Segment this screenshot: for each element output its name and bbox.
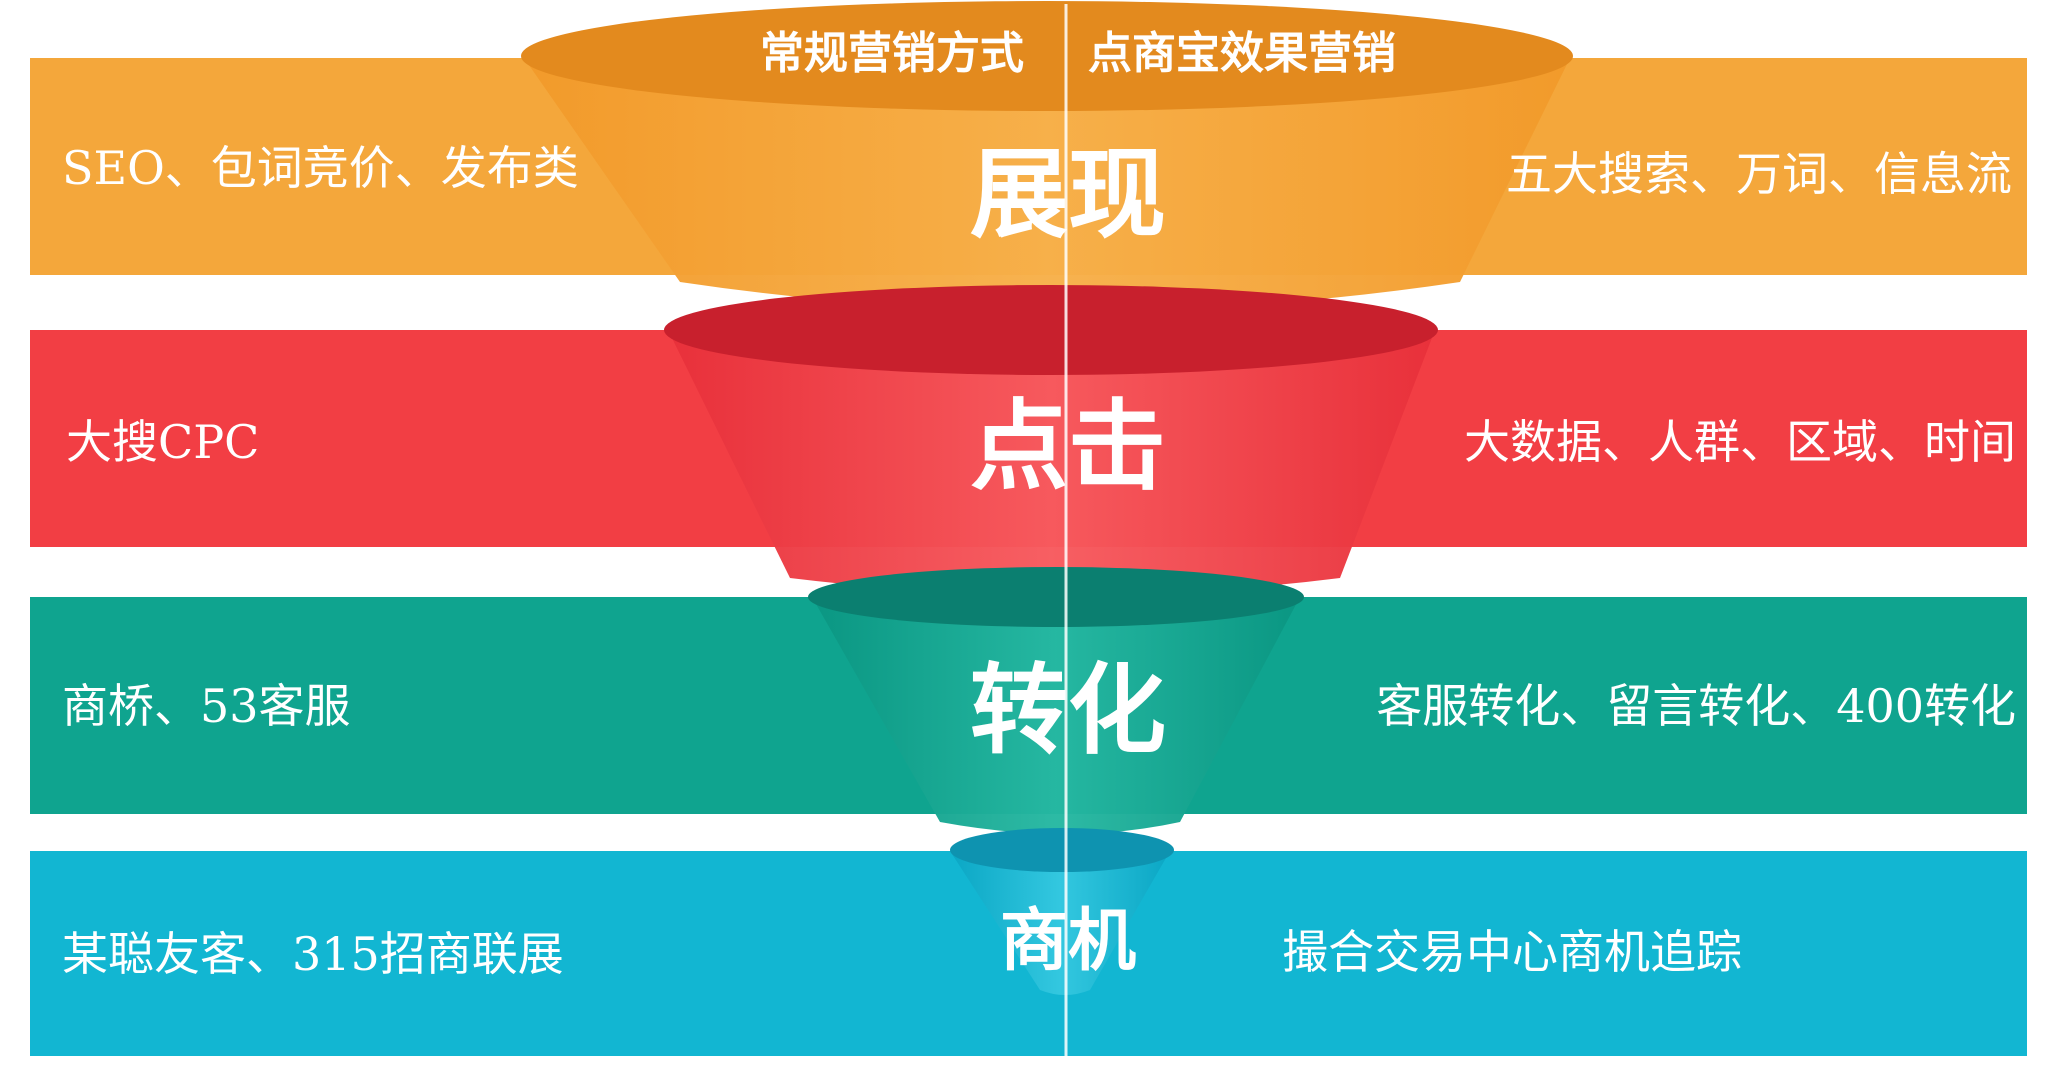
funnel-rim-teal: [808, 567, 1304, 627]
funnel-rim-red: [664, 285, 1438, 375]
funnel-rim-orange: [521, 1, 1573, 111]
stage-title-zhanxian: 展现: [970, 137, 1166, 252]
stage-title-dianji: 点击: [970, 389, 1166, 504]
funnel-layer-teal: [812, 597, 1300, 834]
funnel-layer-red: [668, 330, 1435, 595]
right-text-zhuanhua: 客服转化、留言转化、400转化: [1376, 679, 2016, 733]
left-text-dianji: 大搜CPC: [66, 415, 259, 469]
stage-title-zhuanhua: 转化: [970, 653, 1166, 768]
left-text-zhanxian: SEO、包词竞价、发布类: [62, 141, 579, 195]
left-text-zhuanhua: 商桥、53客服: [62, 679, 351, 733]
right-text-zhanxian: 五大搜索、万词、信息流: [1506, 147, 2012, 201]
funnel-layer-orange: [524, 58, 1570, 311]
left-text-shangji: 某聪友客、315招商联展: [62, 927, 564, 981]
funnel-layer-cyan: [950, 851, 1170, 995]
header-left-label: 常规营销方式: [760, 28, 1024, 79]
stage-title-shangji: 商机: [1000, 901, 1136, 981]
right-text-dianji: 大数据、人群、区域、时间: [1464, 415, 2016, 469]
header-right-label: 点商宝效果营销: [1088, 28, 1396, 79]
right-text-shangji: 撮合交易中心商机追踪: [1282, 925, 1742, 979]
funnel-rim-cyan: [950, 828, 1174, 872]
